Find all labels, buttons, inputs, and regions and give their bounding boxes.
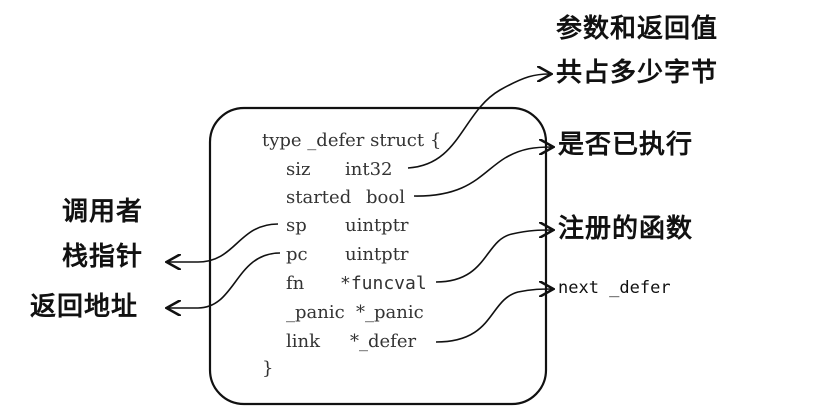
struct-closing-brace: } — [262, 358, 274, 379]
field-name-pc: pc — [286, 244, 308, 265]
field-name-panic: _panic — [286, 302, 345, 323]
label-started: 是否已执行 — [558, 130, 694, 160]
sp-arrow — [168, 223, 279, 262]
field-name-siz: siz — [286, 159, 311, 180]
field-name-link: link — [286, 331, 321, 352]
label-registered-func: 注册的函数 — [558, 214, 694, 244]
label-return-address: 返回地址 — [30, 292, 139, 322]
field-type-pc: uintptr — [345, 244, 409, 265]
label-args-size-line2: 共占多少字节 — [556, 58, 719, 88]
pc-arrow — [168, 252, 281, 308]
field-name-sp: sp — [286, 215, 307, 236]
field-name-started: started — [286, 187, 352, 208]
struct-header: type _defer struct { — [262, 130, 442, 151]
field-type-siz: int32 — [345, 159, 393, 180]
field-type-started: bool — [366, 187, 405, 208]
label-next-defer: next _defer — [558, 278, 671, 298]
link-arrow — [435, 289, 552, 343]
field-name-fn: fn — [286, 273, 305, 294]
label-args-size-line1: 参数和返回值 — [556, 14, 719, 44]
field-type-fn: *funcval — [340, 273, 427, 294]
field-type-sp: uintptr — [345, 215, 409, 236]
started-arrow — [413, 147, 552, 197]
field-type-link: *_defer — [350, 331, 417, 352]
label-caller-sp-line1: 调用者 — [62, 197, 144, 227]
struct-box — [208, 106, 548, 406]
label-caller-sp-line2: 栈指针 — [62, 242, 144, 272]
fn-arrow — [435, 230, 552, 283]
siz-arrow — [407, 74, 550, 169]
field-type-panic: *_panic — [356, 302, 424, 323]
